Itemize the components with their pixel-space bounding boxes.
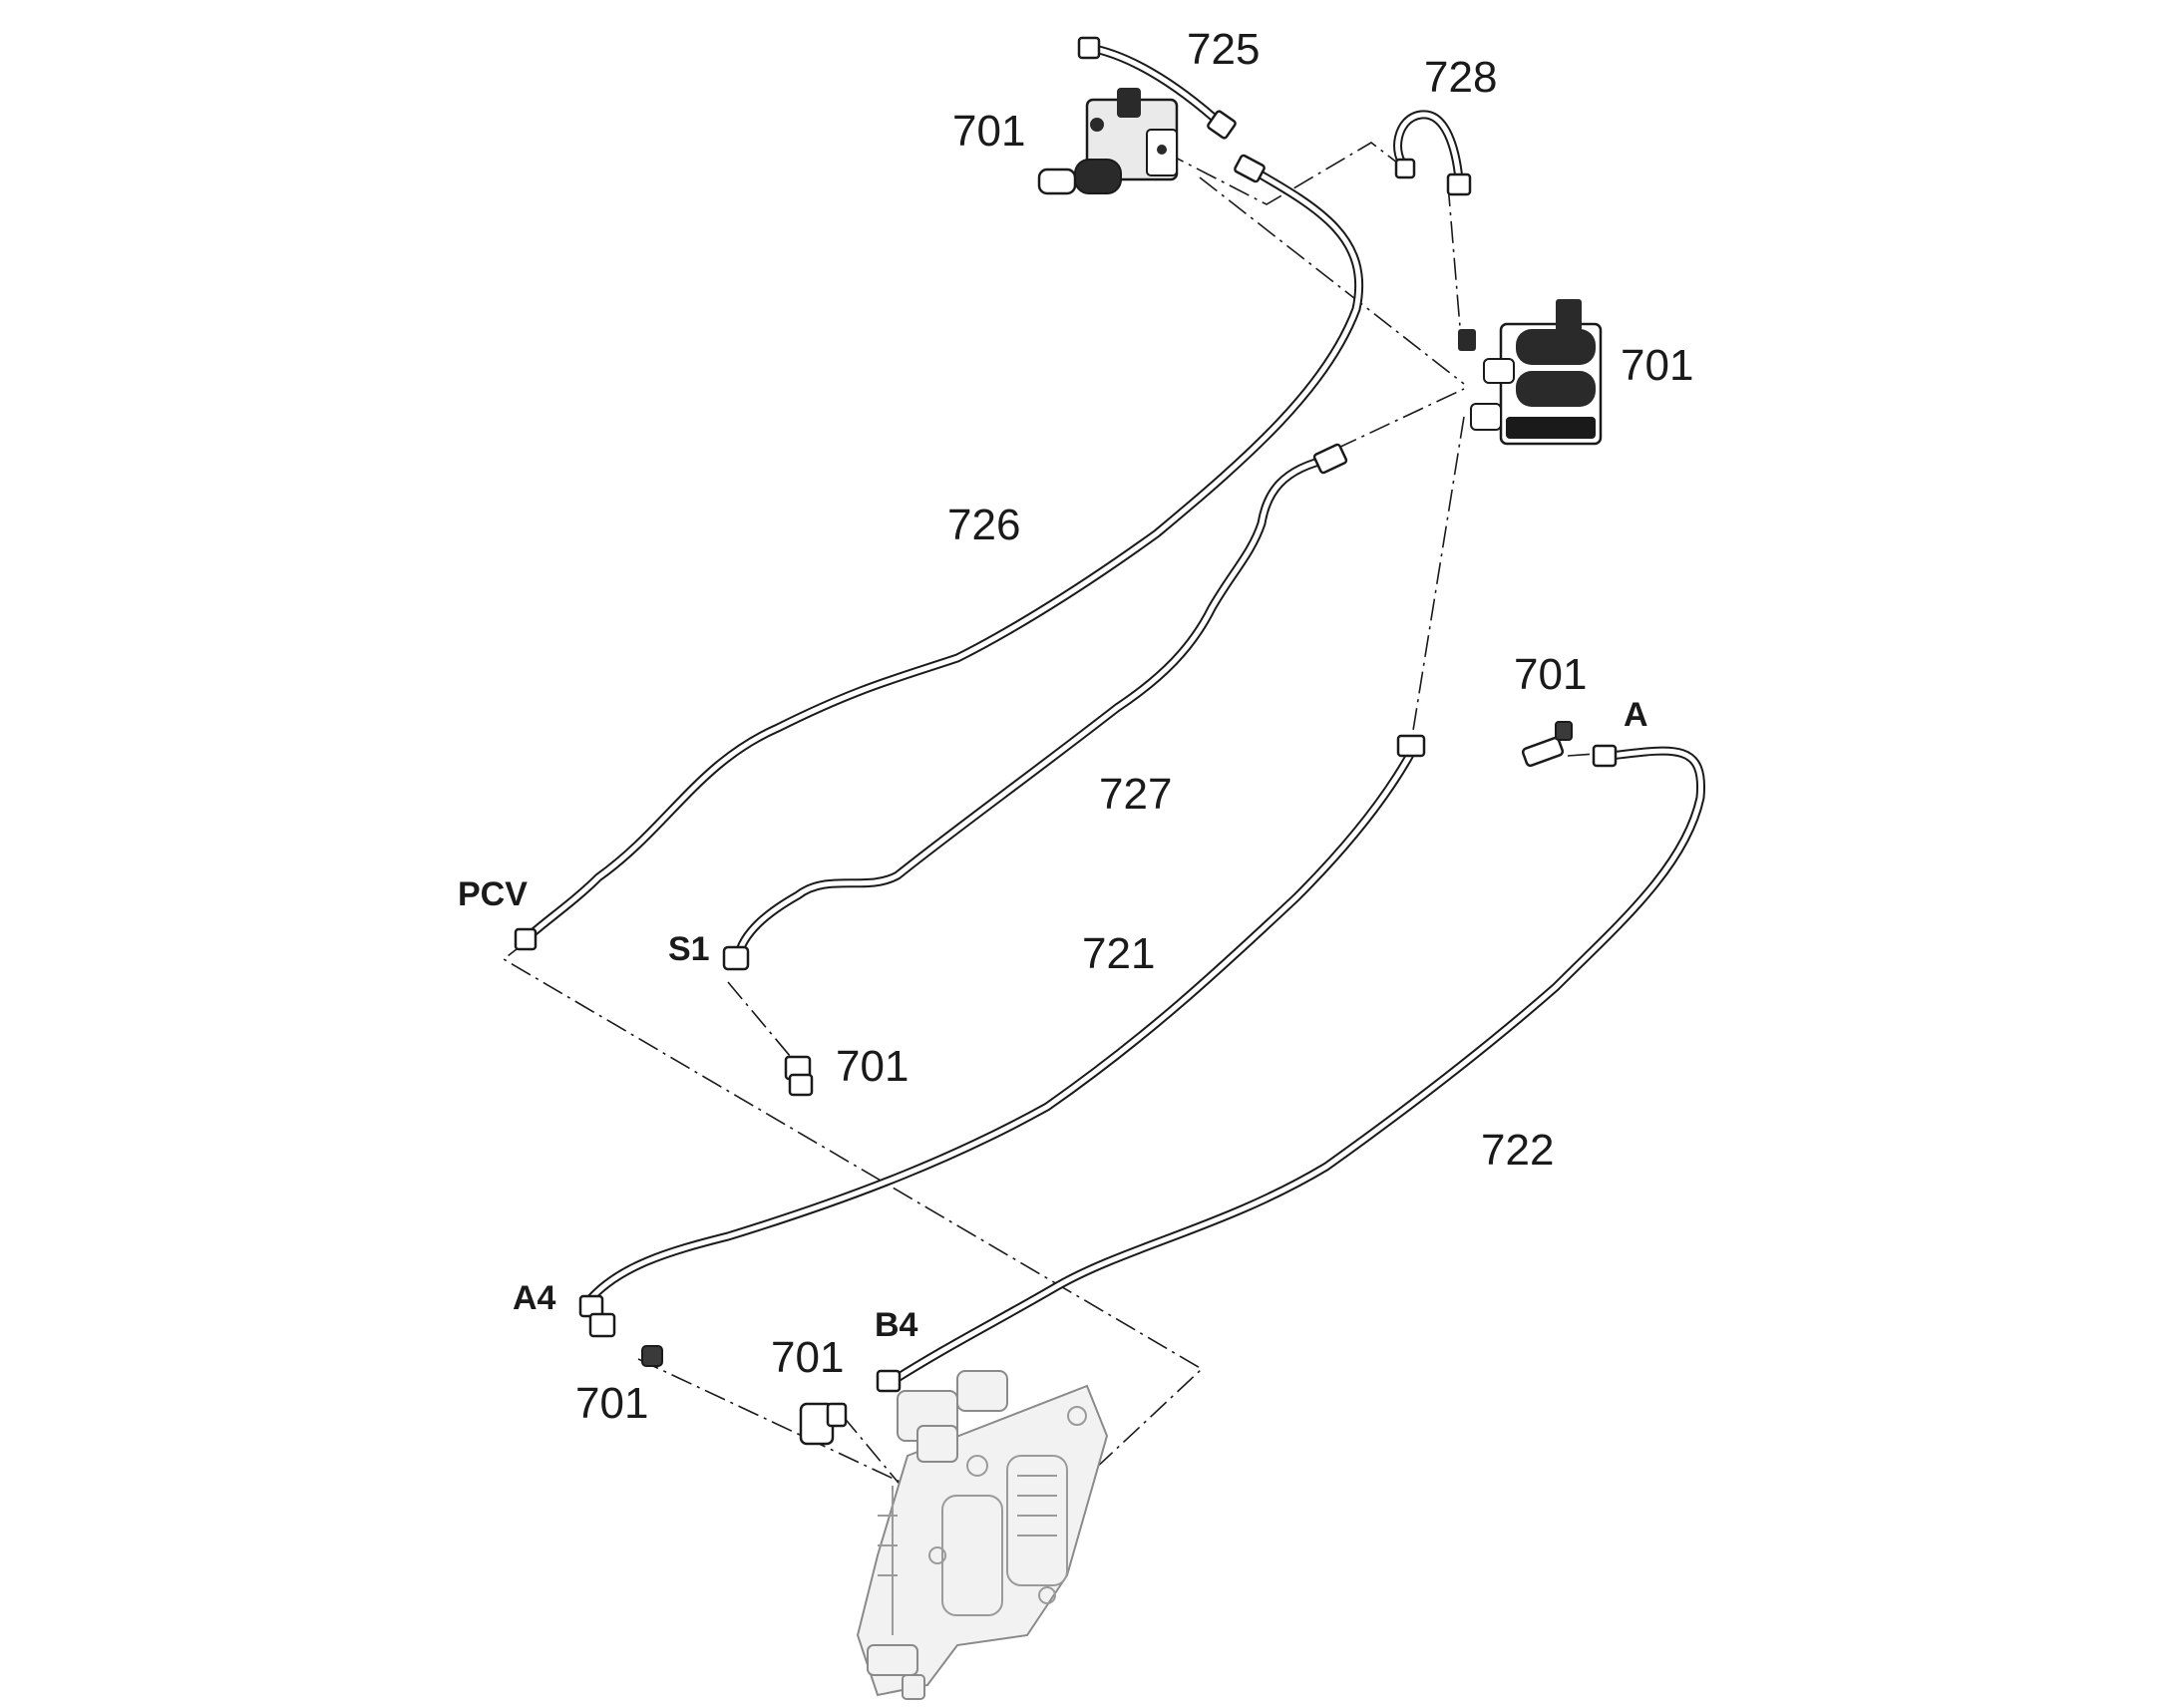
hose-728: [1393, 110, 1464, 184]
callout-701-a4: 701: [575, 1379, 649, 1428]
callout-701-a: 701: [1514, 650, 1588, 699]
hose-721: [583, 748, 1416, 1306]
hose-725: [1085, 43, 1227, 130]
fitting-701-s1: [784, 1055, 814, 1097]
callout-721: 721: [1082, 929, 1156, 978]
hose-fittings: [514, 36, 1618, 1393]
hose-722: [888, 746, 1706, 1386]
callout-726: 726: [947, 501, 1021, 549]
port-label-s1: S1: [668, 930, 710, 968]
callout-701-s1: 701: [836, 1042, 909, 1091]
hose-726: [521, 165, 1364, 944]
port-label-b4: B4: [875, 1306, 918, 1344]
connection-lines: [502, 142, 1597, 1489]
fitting-701-a: [1521, 721, 1573, 768]
fitting-701-a4: [588, 1312, 663, 1367]
callout-725: 725: [1187, 25, 1261, 74]
callout-727: 727: [1099, 770, 1173, 819]
valve-block-top: [1037, 88, 1179, 195]
transmission-valve-body: [856, 1370, 1109, 1700]
port-label-a: A: [1624, 696, 1648, 734]
callout-701-top: 701: [952, 107, 1026, 156]
callout-701-b4: 701: [771, 1333, 845, 1382]
callout-722: 722: [1481, 1126, 1555, 1175]
port-label-pcv: PCV: [458, 875, 528, 913]
port-label-a4: A4: [513, 1279, 556, 1317]
fitting-701-b4: [799, 1402, 848, 1446]
callout-728: 728: [1424, 53, 1498, 102]
valve-block-right: [1458, 299, 1603, 446]
hose-727: [733, 454, 1336, 962]
callout-701-right: 701: [1621, 341, 1694, 390]
